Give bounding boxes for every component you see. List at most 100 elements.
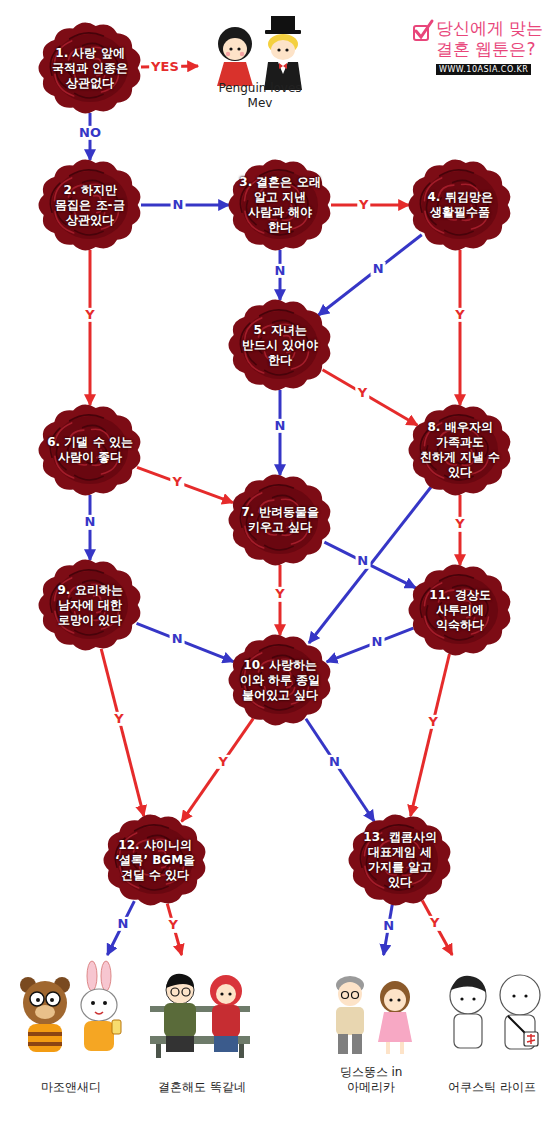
question-flower: 1. 사랑 앞에 국적과 인종은 상관없다 — [34, 18, 146, 118]
answer-label: N — [273, 264, 288, 278]
flow-arrow — [318, 235, 421, 315]
petal-stroke — [83, 425, 106, 431]
answer-label: N — [171, 198, 186, 212]
answer-label: Y — [171, 475, 184, 489]
petal-stroke — [75, 93, 103, 98]
petal-stroke — [380, 825, 414, 831]
webtoon-title: 마조앤새디 — [41, 1080, 101, 1100]
bench-couple-figure-part — [166, 974, 194, 988]
dingsdungs-figure-part — [386, 1042, 390, 1054]
answer-label: Y — [167, 918, 180, 932]
bench-couple-figure-part — [156, 1044, 161, 1058]
mazo-bear-figure-part — [28, 1042, 62, 1046]
answer-label: N — [381, 919, 396, 933]
petal-stroke — [265, 370, 293, 375]
answer-label: N — [371, 261, 386, 275]
dingsdungs-figure-part — [336, 1007, 364, 1035]
webtoon-title: 결혼해도 똑같네 — [158, 1080, 246, 1100]
check-icon-part — [416, 21, 432, 37]
bench-couple-figure-part — [212, 1005, 240, 1037]
bench-couple-figure-part — [239, 1044, 244, 1058]
bench-couple-figure-part — [171, 988, 179, 996]
question-flower: 8. 배우자의 가족과도 친하게 지낼 수 있다 — [404, 400, 516, 500]
webtoon-title: 딩스뚱스 in 아메리카 — [317, 1065, 425, 1100]
flow-arrow — [107, 901, 134, 955]
flow-arrow — [422, 900, 452, 955]
mev-figure-part — [265, 30, 301, 34]
acoustic-life-figure-part — [472, 997, 475, 1000]
petal-stroke — [265, 705, 293, 710]
petal-stroke — [445, 635, 473, 640]
flow-arrow — [327, 628, 414, 662]
rose-body — [349, 815, 451, 906]
question-text: 3. 결혼은 오래 알고 지낸 사람과 해야 한다 — [237, 175, 323, 235]
petal-stroke — [440, 575, 474, 581]
result-webtoon: 딩스뚱스 in 아메리카 — [312, 955, 430, 1100]
acoustic-life-figure-part — [500, 975, 540, 1015]
acoustic-life-figure-part — [527, 1034, 535, 1044]
page-title: 당신에게 맞는 결혼 웹툰은? — [436, 18, 552, 61]
answer-label: Y — [83, 308, 96, 322]
flow-arrow — [137, 467, 233, 502]
answer-label: Y — [357, 198, 370, 212]
petal-stroke — [70, 570, 104, 576]
answer-label: Y — [426, 715, 439, 729]
result-webtoon: 마조앤새디 — [12, 955, 130, 1100]
sady-rabbit-figure-part — [87, 961, 97, 991]
bench-couple-figure-part — [166, 1036, 194, 1052]
answer-label: N — [116, 917, 131, 931]
dingsdungs-figure-part — [384, 989, 406, 1011]
dingsdungs-figure-part — [380, 981, 410, 1013]
rose-body — [39, 405, 141, 496]
bench-couple-figure-part — [210, 975, 242, 1007]
bench-couple-figure-part — [214, 1036, 238, 1052]
sady-rabbit-figure-part — [95, 1012, 103, 1014]
petal-stroke — [420, 588, 430, 617]
flow-arrow — [459, 250, 462, 405]
mazo-bear-figure-part — [46, 992, 60, 1006]
petal-stroke — [75, 630, 103, 635]
petal-stroke — [265, 545, 293, 550]
bench-couple-figure-part — [182, 988, 190, 996]
petal-stroke — [453, 180, 476, 186]
result-webtoon: 결혼해도 똑같네 — [143, 955, 261, 1100]
mazo-bear-figure-part — [50, 998, 54, 1002]
bench-couple-figure-part — [228, 992, 231, 995]
petal-stroke — [260, 645, 294, 651]
answer-label: Y — [356, 386, 369, 400]
question-text: 11. 경상도 사투리에 익숙하다 — [417, 588, 503, 633]
mev-figure-part — [285, 48, 288, 51]
rose-body — [409, 405, 511, 496]
mazo-bear-figure-part — [30, 992, 44, 1006]
flow-arrow — [324, 542, 415, 588]
dingsdungs-figure-part — [389, 998, 392, 1001]
answer-label: Y — [217, 755, 230, 769]
dingsdungs-figure-part — [352, 992, 359, 999]
flow-arrow — [137, 623, 234, 661]
question-text: 7. 반려동물을 키우고 싶다 — [237, 505, 323, 535]
mazo-bear-figure-part — [23, 981, 67, 1025]
answer-label: YES — [149, 60, 181, 74]
question-text: 2. 하지만 몸집은 조-금 상관있다 — [47, 183, 133, 228]
sady-rabbit-figure-part — [101, 961, 111, 991]
petal-stroke — [75, 475, 103, 480]
flow-arrow — [306, 719, 374, 821]
result-webtoon: Penguin loves Mev — [198, 14, 322, 116]
flow-arrow — [182, 718, 254, 821]
watermark: WWW.10ASIA.CO.KR — [436, 64, 531, 75]
rose-body — [39, 560, 141, 651]
petal-stroke — [70, 415, 104, 421]
petal-stroke — [440, 415, 474, 421]
rose-body — [229, 635, 331, 726]
question-flower: 7. 반려동물을 키우고 싶다 — [224, 470, 336, 570]
answer-label: N — [355, 554, 370, 568]
rose-body — [39, 23, 141, 114]
dingsdungs-figure-part — [397, 998, 400, 1001]
answer-label: N — [83, 515, 98, 529]
penguin-girl-figure-part — [218, 27, 252, 61]
petal-stroke — [260, 310, 294, 316]
dingsdungs-figure — [336, 976, 412, 1054]
answer-label: NO — [77, 126, 103, 140]
mazo-bear-figure-part — [35, 1005, 55, 1019]
